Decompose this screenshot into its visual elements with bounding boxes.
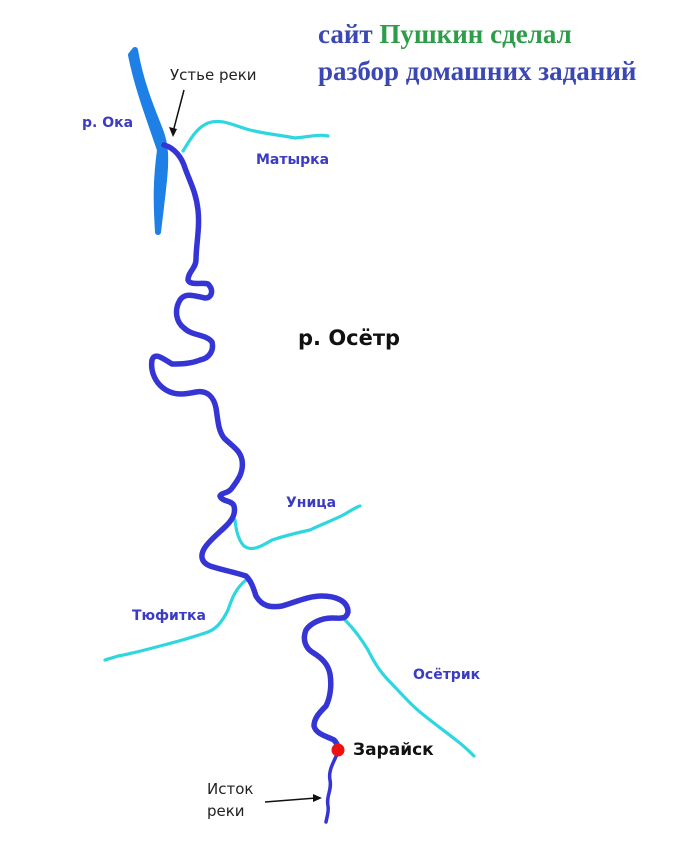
unitsa-label: Уница (286, 495, 337, 511)
source-label-line-2: реки (207, 802, 245, 820)
oka-river (128, 47, 169, 235)
osetrik-river (343, 618, 476, 758)
matyrka-river (181, 119, 330, 153)
oset-label: р. Осётр (298, 326, 401, 350)
watermark-line-1: сайт Пушкин сделал (318, 19, 572, 49)
watermark-brand: Пушкин сделал (379, 19, 572, 49)
mouth-arrow-icon (169, 89, 185, 137)
matyrka-label: Матырка (256, 152, 330, 168)
oset-river (148, 142, 351, 755)
osetrik-label: Осётрик (413, 667, 481, 683)
mouth-label: Устье реки (170, 66, 257, 84)
zaraysk-city-marker (331, 743, 345, 757)
source-label-line-1: Исток (207, 780, 254, 798)
zaraysk-label: Зарайск (353, 740, 434, 760)
watermark-site: сайт (318, 19, 373, 49)
tyufitka-river (103, 578, 248, 662)
tyufitka-label: Тюфитка (132, 608, 206, 624)
oka-label: р. Ока (82, 115, 134, 131)
watermark-line-2: разбор домашних заданий (318, 56, 637, 86)
source-arrow-icon (264, 794, 322, 803)
unitsa-river (233, 504, 362, 551)
source-stream (324, 750, 340, 824)
